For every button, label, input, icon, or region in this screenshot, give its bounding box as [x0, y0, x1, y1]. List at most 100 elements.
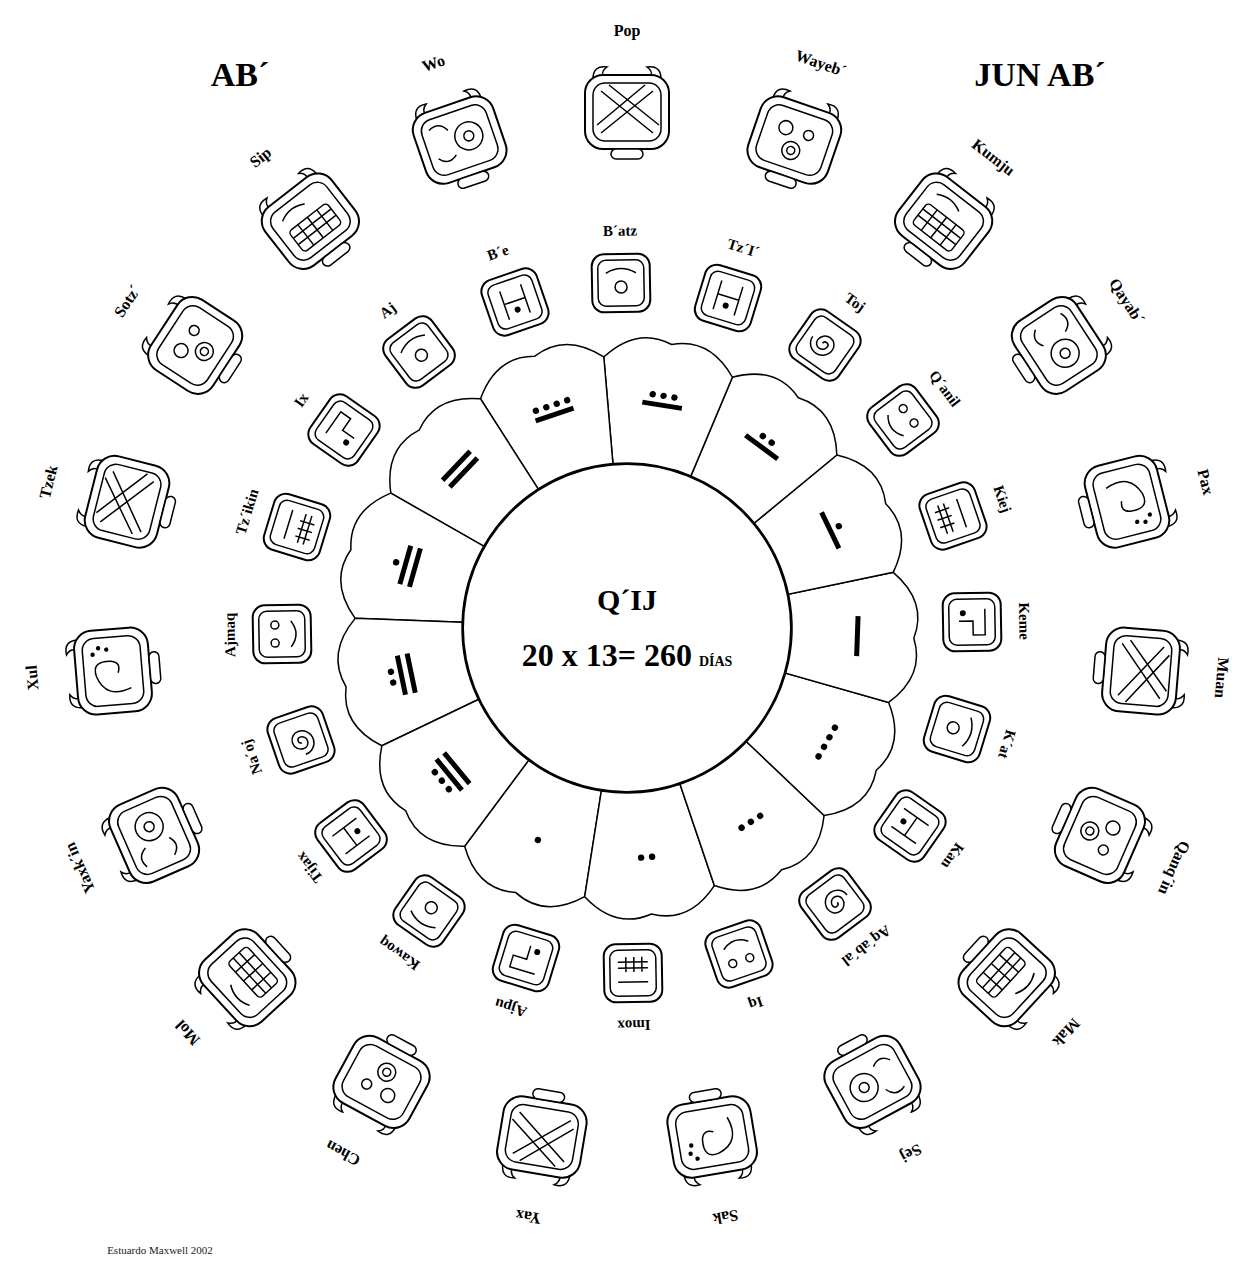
month-drawing: [67, 443, 188, 561]
glyph-detail: [374, 1060, 398, 1084]
day-drawing: [386, 867, 472, 953]
glyph-base: [688, 1088, 721, 1103]
numeral-dot: [392, 558, 400, 566]
day-glyph: Ajmaq: [251, 602, 314, 665]
maya-numeral: [642, 390, 684, 411]
numeral-dot: [746, 817, 755, 826]
glyph-detail: [1046, 334, 1085, 373]
month-glyph: Chen: [316, 1014, 448, 1148]
glyph-inner-frame: [753, 101, 836, 178]
glyph-frame: [702, 917, 776, 991]
calendar-heading: JUN AB´: [974, 56, 1105, 93]
glyph-base: [764, 170, 798, 190]
month-glyph: Tzek: [67, 443, 188, 561]
day-name: Toj: [841, 290, 868, 316]
petal-outline: [786, 572, 918, 702]
glyph-detail: [192, 339, 217, 364]
numeral-dot: [820, 742, 829, 751]
day-drawing: [940, 590, 1003, 653]
day-formula: 20 x 13= 260: [522, 638, 692, 673]
center-heading: Q´IJ: [597, 583, 657, 616]
glyph-frame: [379, 312, 460, 393]
day-name: Tijax: [293, 848, 327, 885]
numeral-dot: [542, 403, 550, 411]
glyph-detail: [1084, 826, 1095, 837]
glyph-inner-frame: [1091, 461, 1164, 541]
glyph-detail: [131, 808, 168, 845]
glyph-detail: [946, 720, 961, 735]
glyph-detail: [93, 464, 155, 536]
glyph-frame: [141, 290, 249, 401]
numeral-dot: [649, 390, 656, 397]
month-drawing: [1086, 619, 1194, 723]
glyph-detail: [360, 1077, 374, 1091]
glyph-inner-frame: [793, 313, 857, 377]
day-glyph: B´e: [475, 262, 554, 341]
glyph-detail: [90, 652, 95, 657]
glyph-detail: [413, 347, 430, 364]
glyph-detail: [1058, 347, 1072, 361]
day-glyph: Kawoq: [386, 867, 472, 953]
day-name: Iq: [747, 993, 766, 1013]
glyph-frame: [327, 1029, 436, 1134]
glyph-frame: [585, 75, 669, 149]
glyph-base: [385, 1033, 418, 1057]
glyph-detail: [506, 1111, 575, 1169]
glyph-detail: [606, 268, 636, 273]
glyph-base: [456, 170, 490, 190]
day-drawing: [475, 262, 554, 341]
day-name: B´e: [485, 241, 511, 264]
glyph-detail: [409, 910, 436, 931]
day-drawing: [251, 602, 314, 665]
month-name: Kumju: [969, 135, 1018, 179]
petal-outline: [604, 338, 733, 476]
glyph-inner-frame: [598, 260, 645, 307]
month-drawing: [487, 1079, 598, 1193]
day-drawing: [258, 488, 335, 565]
glyph-frame: [664, 1094, 759, 1181]
glyph-frame: [743, 91, 846, 188]
day-glyph: Iq: [700, 915, 779, 994]
glyph-detail: [94, 659, 131, 693]
day-drawing: [301, 387, 387, 473]
glyph-detail: [342, 438, 350, 446]
day-glyph: Kan: [866, 783, 952, 869]
numeral-dot: [430, 768, 439, 777]
glyph-base: [1011, 353, 1037, 385]
glyph-frame: [818, 1029, 927, 1134]
glyph-inner-frame: [802, 871, 866, 935]
month-glyph: Yaxk´in: [90, 771, 220, 899]
month-glyph: Kumju: [875, 153, 1012, 291]
numeral-bar: [744, 433, 779, 461]
glyph-inner-frame: [418, 101, 501, 178]
numeral-bar: [535, 406, 574, 424]
glyph-base: [217, 353, 243, 385]
glyph-inner-frame: [1110, 634, 1173, 707]
month-glyph: Sak: [656, 1079, 767, 1193]
glyph-frame: [1081, 452, 1173, 552]
glyph-frame: [1049, 782, 1151, 889]
glyph-base: [836, 1033, 869, 1057]
month-drawing: [1034, 771, 1164, 899]
day-glyph: K´at: [918, 690, 995, 767]
month-glyph: Wo: [398, 78, 521, 204]
glyph-detail: [728, 959, 738, 969]
glyph-detail: [845, 1068, 883, 1106]
glyph-detail: [462, 129, 475, 142]
glyph-frame: [478, 265, 552, 339]
glyph-inner-frame: [674, 1103, 751, 1171]
day-name: Kan: [938, 840, 967, 872]
glyph-detail: [615, 281, 627, 293]
month-name: Qanq´in: [1154, 838, 1193, 897]
glyph-frame: [888, 166, 1000, 276]
month-name: Tzek: [36, 463, 61, 500]
maya-numeral: [744, 425, 785, 461]
numeral-bar: [448, 456, 479, 488]
numeral-dot: [532, 407, 540, 415]
month-name: Pop: [614, 22, 641, 40]
glyph-frame: [72, 626, 153, 716]
month-name: Mak: [1049, 1015, 1084, 1050]
day-drawing: [487, 919, 564, 996]
day-glyph: Kiej: [914, 476, 993, 555]
month-glyph: Yax: [487, 1079, 598, 1193]
